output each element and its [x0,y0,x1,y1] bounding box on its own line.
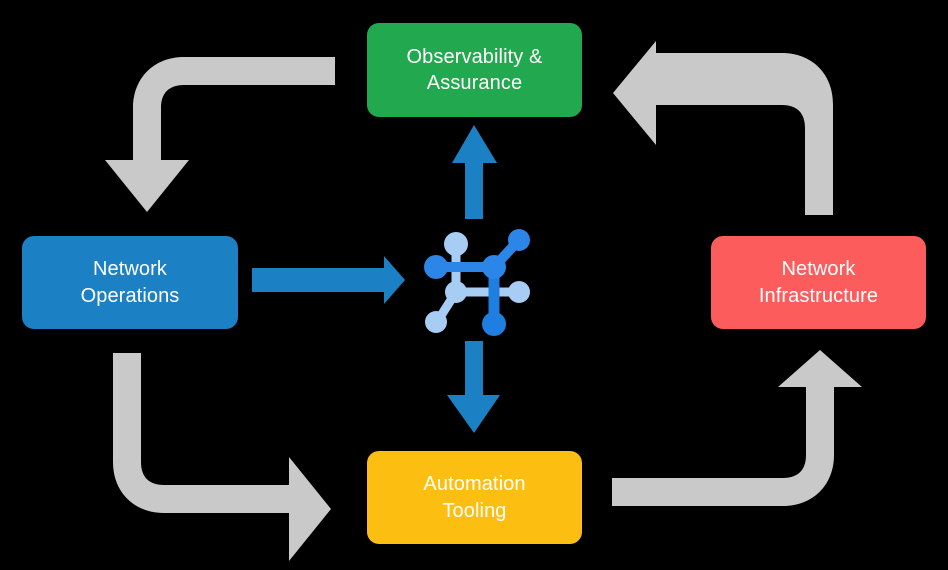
blue-arrow-down [447,341,500,433]
node-box-network-infrastructure[interactable]: Network Infrastructure [711,236,926,329]
blue-arrow-up [452,125,497,219]
node-label-observability-assurance: Observability & Assurance [406,45,543,94]
gray-arrow-top-left [105,57,335,212]
network-topology-icon [424,229,530,336]
node-label-network-infrastructure: Network Infrastructure [758,258,879,307]
node-box-observability-assurance[interactable]: Observability & Assurance [367,23,582,117]
node-box-automation-tooling[interactable]: Automation Tooling [367,451,582,544]
gray-arrow-bottom-right [612,350,862,506]
node-label-automation-tooling: Automation Tooling [423,473,526,522]
gray-arrow-bottom-left [113,353,331,561]
node-label-network-operations: Network Operations [80,258,180,307]
blue-arrow-right [252,256,405,304]
node-box-network-operations[interactable]: Network Operations [22,236,238,329]
gray-arrow-top-right [613,41,833,215]
